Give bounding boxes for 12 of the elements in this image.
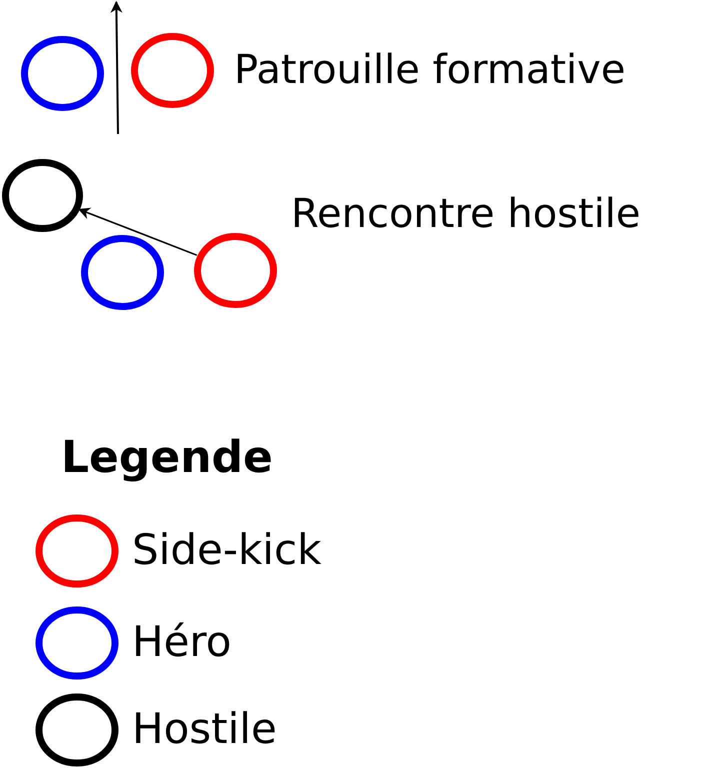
ring-marker: [194, 232, 276, 308]
ring-marker: [20, 36, 104, 110]
legend-label: Hostile: [132, 708, 277, 750]
annotation-text: Rencontre hostile: [291, 194, 641, 234]
arrow: [78, 208, 198, 256]
annotation-text: Patrouille formative: [234, 50, 626, 90]
ring-marker: [130, 32, 214, 108]
legend-label: Héro: [132, 621, 232, 663]
ring-marker: [2, 158, 82, 232]
ring-marker: [80, 234, 164, 310]
legend-label: Side-kick: [132, 529, 322, 571]
legend-title: Legende: [61, 436, 273, 480]
